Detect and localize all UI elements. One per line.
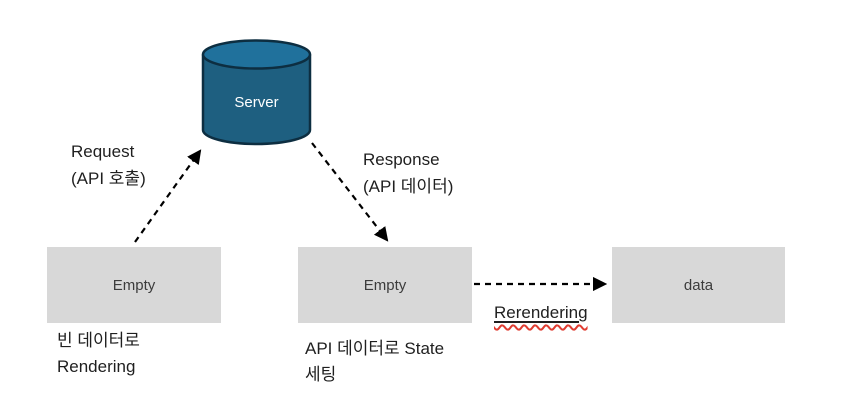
server-label: Server [234,94,279,111]
node-data-right-label: data [683,276,714,294]
node-empty-left-label: Empty [112,276,156,294]
response-label: Response (API 데이터) [363,146,453,200]
request-label-line2: (API 호출) [71,169,146,188]
node-empty-middle: Empty [298,247,472,323]
caption-middle-line2: 세팅 [305,365,337,384]
caption-left-line2: Rendering [57,357,136,376]
server-cylinder-icon [201,39,312,146]
caption-middle: API 데이터로 State 세팅 [305,336,444,388]
rerendering-label-text: Rerendering [494,303,588,322]
rerendering-label: Rerendering [494,303,588,323]
request-label-line1: Request [71,142,135,161]
response-label-line2: (API 데이터) [363,177,454,196]
caption-left-line1: 빈 데이터로 [57,331,140,350]
request-label: Request (API 호출) [71,138,146,192]
caption-middle-line1: API 데이터로 State [305,339,445,358]
node-data-right: data [612,247,785,323]
server-cylinder-top [201,39,312,70]
server-cylinder-body [201,53,312,146]
response-label-line1: Response [363,150,440,169]
node-empty-middle-label: Empty [363,276,407,294]
node-empty-left: Empty [47,247,221,323]
caption-left: 빈 데이터로 Rendering [57,328,140,380]
